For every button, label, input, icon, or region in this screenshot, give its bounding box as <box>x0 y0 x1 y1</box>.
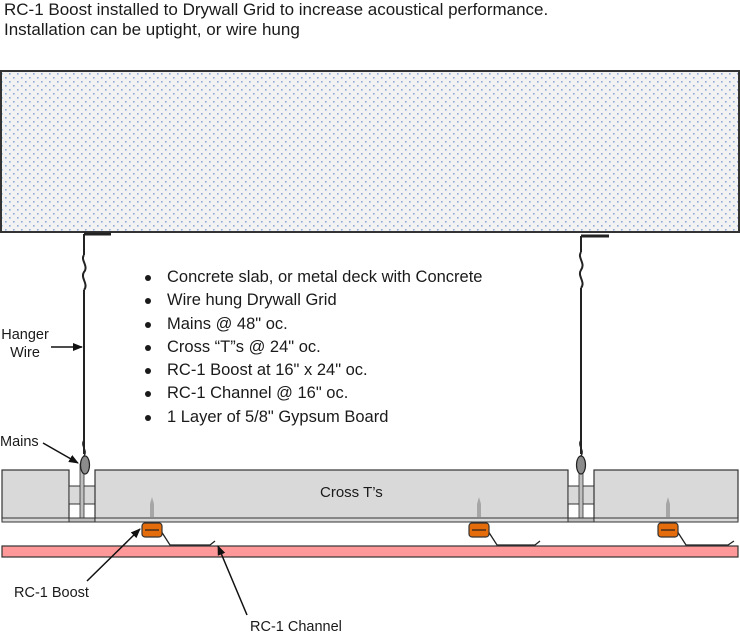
bullet-dot-icon <box>145 391 151 398</box>
spec-bullet: Wire hung Drywall Grid <box>143 289 482 312</box>
rc1-boost-label: RC-1 Boost <box>14 585 89 601</box>
bullet-dot-icon <box>145 321 151 328</box>
hanger-wire-right <box>579 234 609 457</box>
cross-tee-flange <box>94 517 569 523</box>
spec-bullet-text: Mains @ 48" oc. <box>167 314 288 333</box>
spec-bullet-text: Cross “T”s @ 24" oc. <box>167 337 321 356</box>
spec-bullet-text: RC-1 Boost at 16" x 24" oc. <box>167 361 368 380</box>
rc1-channel-segments <box>160 530 735 546</box>
main-tee-right <box>567 455 595 523</box>
cross-tees-label: Cross T’s <box>320 484 383 501</box>
diagram-title-line-1: RC-1 Boost installed to Drywall Grid to … <box>4 0 549 19</box>
spec-bullet-text: Concrete slab, or metal deck with Concre… <box>167 268 483 286</box>
spec-bullet-list: Concrete slab, or metal deck with Concre… <box>143 266 482 429</box>
grid-panel-left-flange <box>1 517 70 523</box>
spec-bullet-text: Wire hung Drywall Grid <box>167 291 337 310</box>
diagram-title-line-2: Installation can be uptight, or wire hun… <box>4 20 300 39</box>
hanger-wire-label-line-1: Hanger <box>1 327 49 343</box>
rc1-boost-clip-1 <box>141 522 163 538</box>
bullet-dot-icon <box>145 344 151 351</box>
rc1-boost-clip-2 <box>468 522 490 538</box>
spec-bullet: Concrete slab, or metal deck with Concre… <box>143 266 482 289</box>
spec-bullet: 1 Layer of 5/8" Gypsum Board <box>143 406 482 429</box>
screw-2 <box>477 497 481 517</box>
spec-bullet-text: 1 Layer of 5/8" Gypsum Board <box>167 407 389 426</box>
spec-bullet-text: RC-1 Channel @ 16" oc. <box>167 384 349 403</box>
main-tee-left <box>68 455 96 523</box>
screw-1 <box>150 497 154 517</box>
rc1-channel-label: RC-1 Channel <box>250 619 342 635</box>
grid-panel-left <box>1 469 70 521</box>
spec-bullet: RC-1 Boost at 16" x 24" oc. <box>143 359 482 382</box>
grid-panel-right-flange <box>593 517 739 523</box>
rc1-boost-leader <box>86 528 141 582</box>
hanger-wire-label: Hanger Wire <box>0 326 50 362</box>
gypsum-board <box>1 545 739 558</box>
bullet-dot-icon <box>145 298 151 305</box>
bullet-dot-icon <box>145 414 151 421</box>
rc1-boost-clip-3 <box>657 522 679 538</box>
spec-bullet: RC-1 Channel @ 16" oc. <box>143 382 482 405</box>
mains-label: Mains <box>0 434 39 450</box>
cross-tee-panel <box>94 469 569 521</box>
mains-leader <box>42 442 79 464</box>
rc1-channel-leader <box>217 545 248 616</box>
hanger-wire-label-line-2: Wire <box>10 345 40 361</box>
screw-3 <box>666 497 670 517</box>
concrete-slab <box>0 70 740 233</box>
spec-bullet: Mains @ 48" oc. <box>143 313 482 336</box>
hanger-wire-left <box>82 232 111 457</box>
bullet-dot-icon <box>145 275 151 281</box>
spec-bullet: Cross “T”s @ 24" oc. <box>143 336 482 359</box>
bullet-dot-icon <box>145 368 151 375</box>
